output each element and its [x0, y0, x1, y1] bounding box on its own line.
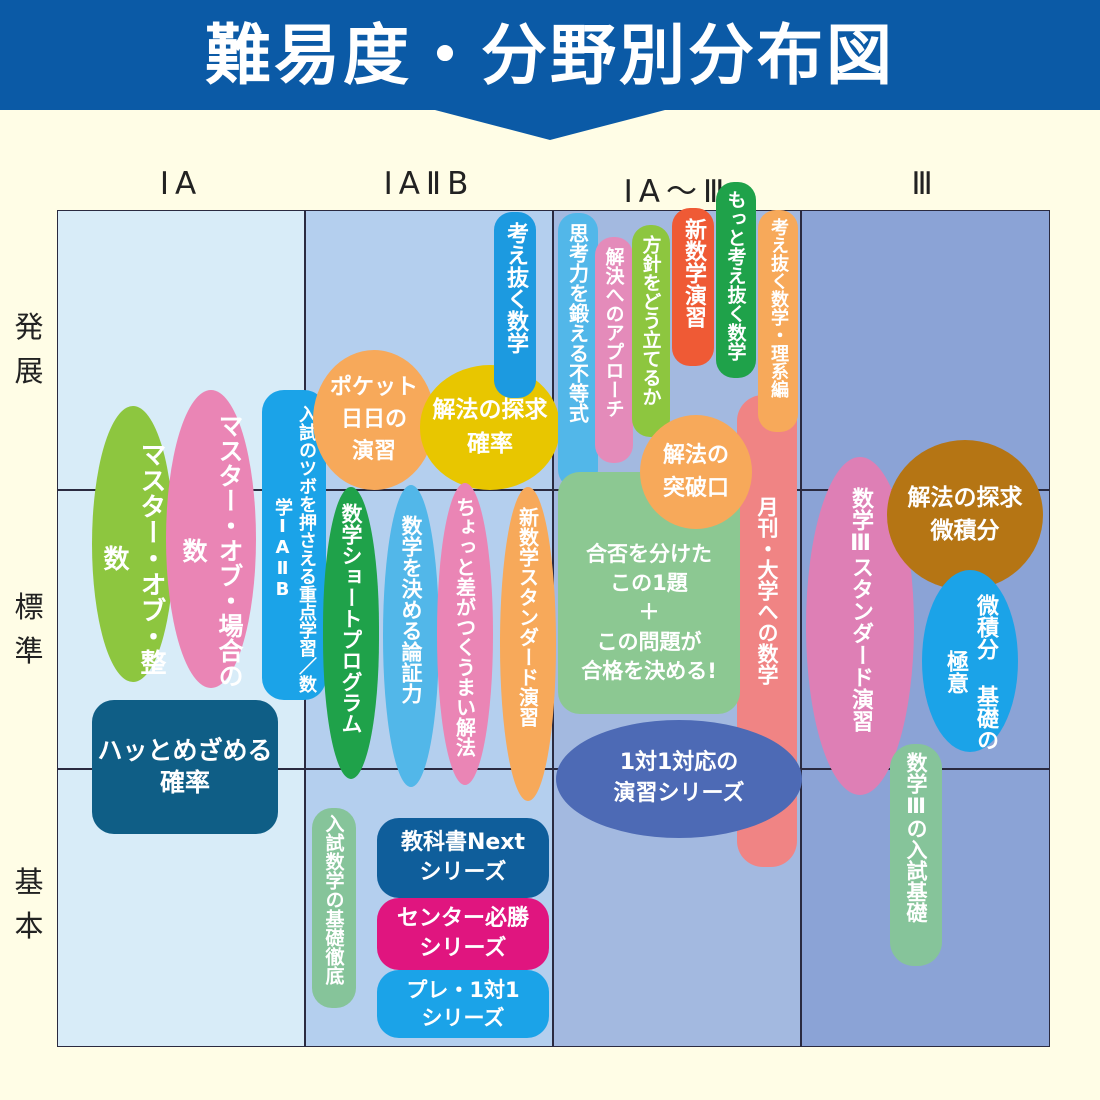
book-pre[interactable]: プレ・1対1 シリーズ — [377, 970, 549, 1038]
page-title: 難易度・分野別分布図 — [205, 17, 895, 94]
grid-frame — [57, 210, 1050, 1047]
book-ittaiichi[interactable]: 1対1対応の 演習シリーズ — [556, 720, 802, 838]
book-toppa[interactable]: 解法の 突破口 — [640, 415, 752, 529]
book-sekibun-gokui[interactable]: 微積分 基礎の極意 — [922, 570, 1018, 752]
col-header-3: Ⅲ — [911, 166, 939, 202]
book-kangaenuku[interactable]: 考え抜く数学 — [494, 212, 536, 398]
book-approach[interactable]: 解決へのアプローチ — [595, 237, 633, 463]
book-nyushi-tsubo[interactable]: 入試のツボを押さえる重点学習／数学ⅠAⅡB — [262, 390, 326, 700]
grid-line — [800, 210, 802, 1047]
row-header-hatten: 発展 — [14, 310, 44, 388]
book-rikei[interactable]: 考え抜く数学・理系編 — [758, 210, 798, 432]
book-s3-nyushi[interactable]: 数学Ⅲの入試基礎 — [890, 744, 942, 966]
book-hatto-kakuritsu[interactable]: ハッとめざめる 確率 — [92, 700, 278, 834]
title-banner — [0, 0, 1100, 140]
book-nyushi-kiso[interactable]: 入試数学の基礎徹底 — [312, 808, 356, 1008]
book-shin-enshu[interactable]: 新数学演習 — [672, 208, 714, 366]
col-header-1a-3: ⅠA～Ⅲ — [623, 174, 731, 210]
book-kyokasho-next[interactable]: 教科書Next シリーズ — [377, 818, 549, 898]
col-header-1a2b: ⅠAⅡB — [383, 166, 475, 202]
book-shin-standard[interactable]: 新数学スタンダード演習 — [500, 487, 556, 801]
book-houshin[interactable]: 方針をどう立てるか — [632, 225, 670, 437]
book-tankyu-kakuritsu[interactable]: 解法の探求 確率 — [420, 365, 560, 490]
book-shikouryoku[interactable]: 思考力を鍛える不等式 — [558, 213, 598, 488]
book-kimeru-ronshou[interactable]: 数学を決める論証力 — [383, 485, 439, 787]
book-gouhi[interactable]: 合否を分けた この1題 ＋ この問題が 合格を決める! — [558, 472, 740, 714]
col-header-1a: ⅠA — [159, 166, 203, 202]
book-master-seisu[interactable]: マスター・オブ・整数 — [92, 406, 174, 682]
book-chotto-sa[interactable]: ちょっと差がつくうまい解法 — [437, 483, 493, 785]
book-master-baai[interactable]: マスター・オブ・場合の数 — [166, 390, 256, 688]
book-pocket[interactable]: ポケット 日日の 演習 — [313, 350, 435, 490]
book-motto[interactable]: もっと考え抜く数学 — [716, 182, 756, 378]
row-header-hyoujun: 標準 — [14, 590, 44, 668]
book-tankyu-sekibun[interactable]: 解法の探求 微積分 — [887, 440, 1043, 590]
book-gekkan-label: 月刊・大学への数学 — [755, 496, 779, 685]
book-center[interactable]: センター必勝 シリーズ — [377, 898, 549, 970]
grid-line — [57, 768, 1050, 770]
grid-line — [57, 489, 1050, 491]
row-header-kihon: 基本 — [14, 865, 44, 943]
book-short-program[interactable]: 数学ショートプログラム — [323, 487, 379, 779]
